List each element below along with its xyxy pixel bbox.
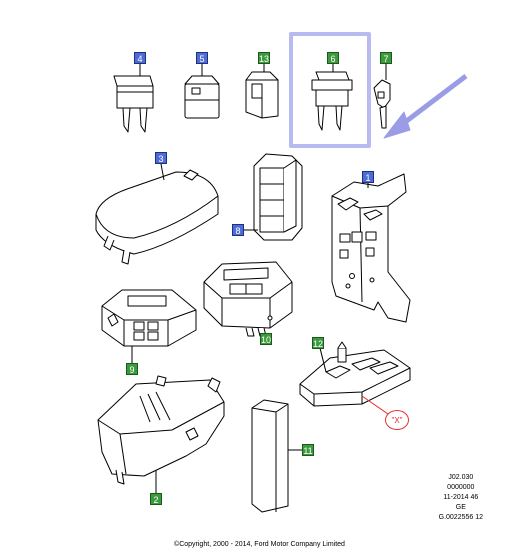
part-9-terminal-block[interactable] (101, 289, 197, 347)
callout-9[interactable]: 9 (126, 363, 138, 375)
callout-6[interactable]: 6 (327, 52, 339, 64)
meta-line-4: GE (455, 504, 466, 511)
part-4-mini-fuse[interactable] (113, 75, 154, 133)
meta-line-1: J02.030 (448, 474, 474, 481)
part-1-bracket[interactable] (331, 173, 411, 323)
callout-13[interactable]: 13 (258, 52, 270, 64)
part-12-relay-module[interactable] (299, 341, 411, 407)
callout-11[interactable]: 11 (302, 444, 314, 456)
meta-line-2: 0000000 (447, 484, 475, 491)
highlight-frame (289, 32, 371, 148)
callout-7[interactable]: 7 (380, 52, 392, 64)
callout-8[interactable]: 8 (232, 224, 244, 236)
part-5-cartridge-fuse[interactable] (184, 75, 220, 119)
meta-line-5: G.0022556 12 (438, 514, 483, 521)
part-10-terminal-block[interactable] (203, 261, 293, 337)
callout-4[interactable]: 4 (134, 52, 146, 64)
part-2-housing[interactable] (97, 375, 225, 485)
leader-3 (160, 163, 165, 181)
part-7-terminal[interactable] (373, 79, 391, 129)
pointer-arrow (383, 74, 468, 139)
part-11-pad[interactable] (251, 399, 289, 513)
part-6-mini-fuse[interactable] (311, 71, 353, 131)
copyright-notice: ©Copyright, 2000 - 2014, Ford Motor Comp… (174, 541, 345, 548)
callout-10[interactable]: 10 (260, 333, 272, 345)
callout-12[interactable]: 12 (312, 337, 324, 349)
leader-12 (319, 347, 327, 373)
callout-2[interactable]: 2 (150, 493, 162, 505)
part-8-connector[interactable] (253, 153, 303, 241)
callout-5[interactable]: 5 (196, 52, 208, 64)
callout-1[interactable]: 1 (362, 171, 374, 183)
callout-3[interactable]: 3 (155, 152, 167, 164)
drawing-reference-block: J02.030 0000000 11-2014 46 GE G.0022556 … (439, 473, 483, 523)
part-3-cover[interactable] (95, 169, 219, 265)
part-13-relay[interactable] (245, 71, 279, 119)
leader-reference-mark (361, 395, 389, 415)
meta-line-3: 11-2014 46 (443, 494, 479, 501)
reference-mark-x: "X" (385, 410, 409, 430)
